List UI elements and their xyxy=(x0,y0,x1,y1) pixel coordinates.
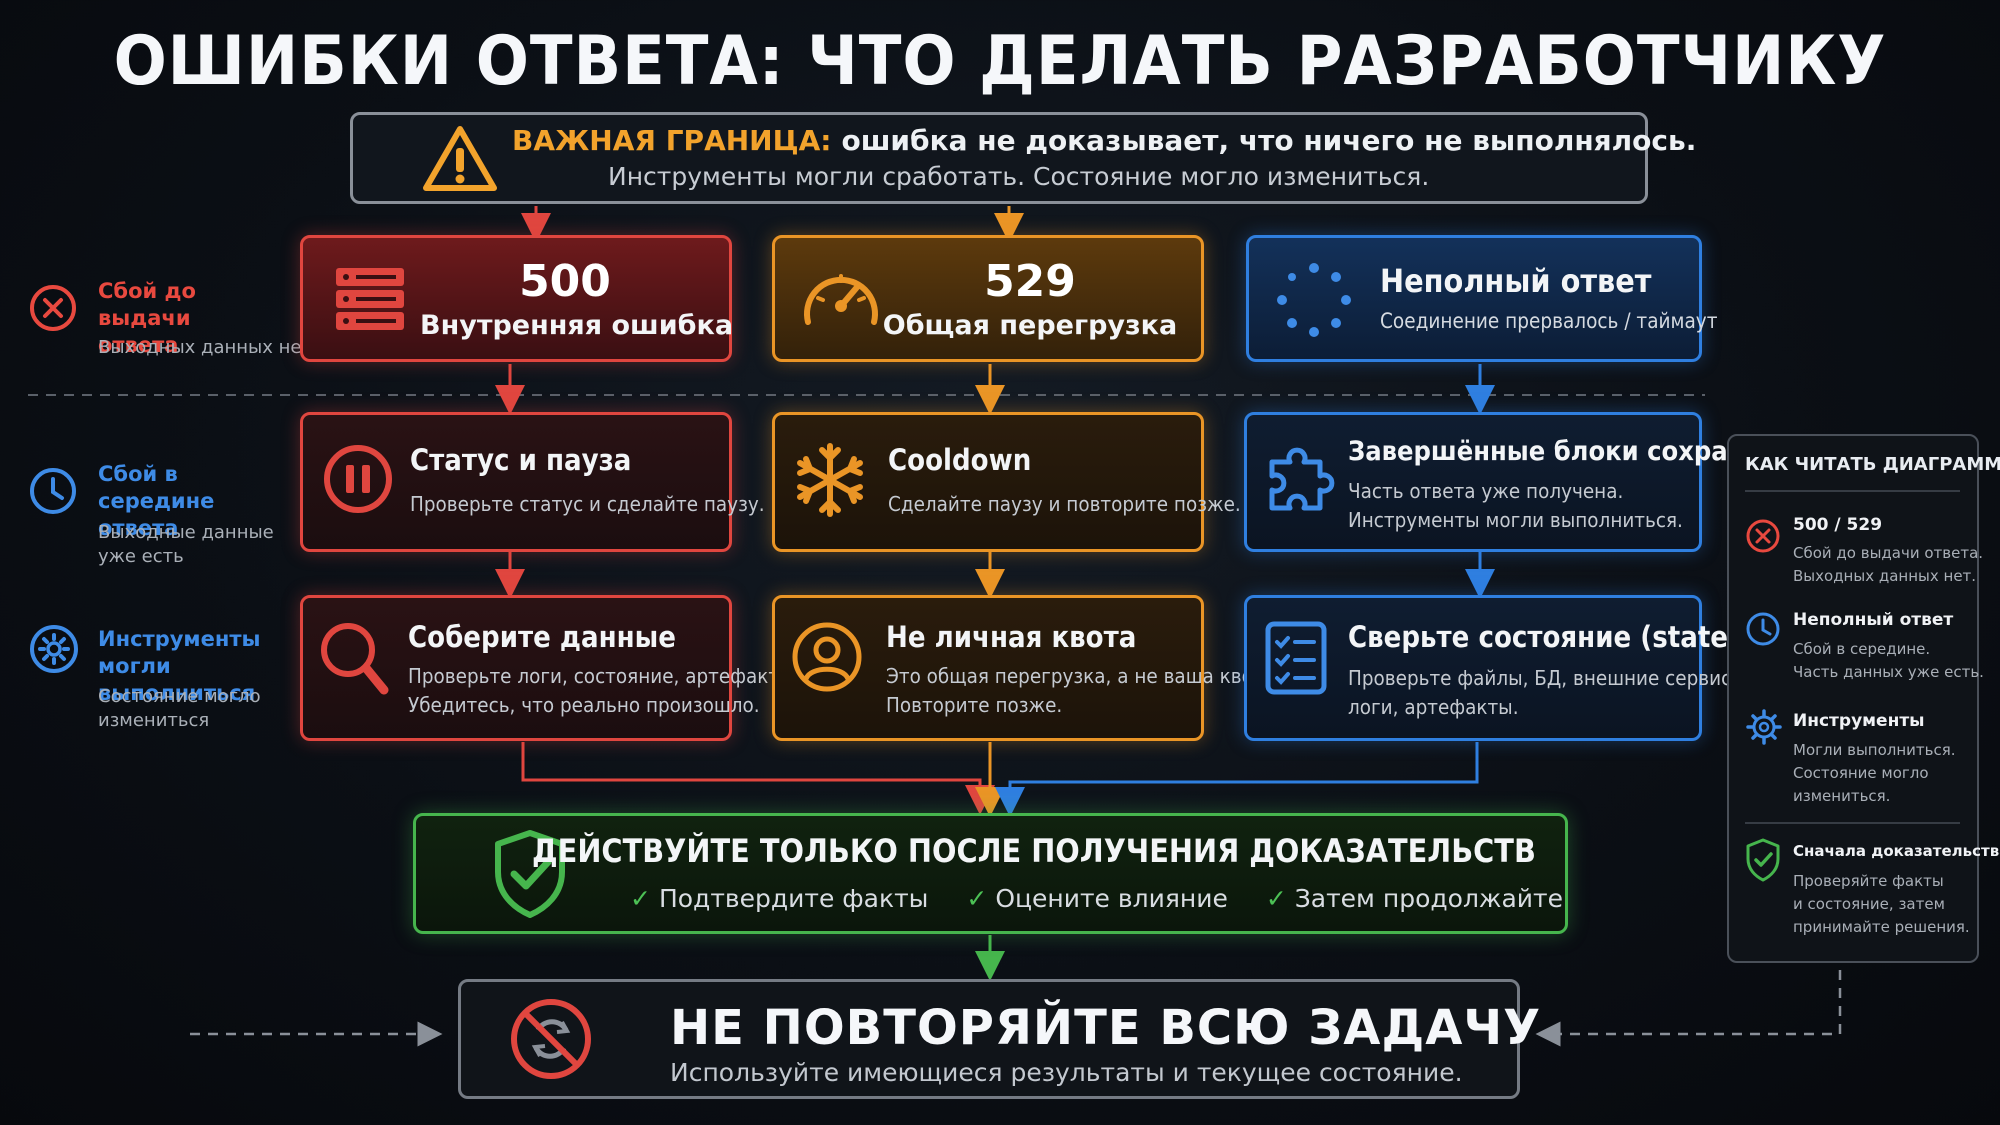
shield-check-icon xyxy=(1746,838,1780,882)
clock-icon xyxy=(30,468,76,514)
evidence-checks: ✓Подтвердите факты ✓Оцените влияние ✓Зат… xyxy=(630,884,1563,913)
warning-subtext: Инструменты могли сработать. Состояние м… xyxy=(608,162,1430,191)
legend-item-line: Проверяйте факты xyxy=(1793,872,1944,890)
server-icon xyxy=(336,268,404,330)
legend-item-line: измениться. xyxy=(1793,787,1891,805)
final-subtitle: Используйте имеющиеся результаты и текущ… xyxy=(670,1058,1463,1087)
box-incomplete xyxy=(1246,235,1702,362)
warning-main-text: ошибка не доказывает, что ничего не выпо… xyxy=(841,124,1697,157)
legend-item-title: 500 / 529 xyxy=(1793,515,1883,535)
legend-item-title: Сначала доказательства xyxy=(1793,842,2000,860)
card-text-blocks-2: Инструменты могли выполниться. xyxy=(1348,508,1683,532)
code-500: 500 xyxy=(519,256,611,307)
warning-triangle-icon xyxy=(423,126,497,191)
label-500: Внутренняя ошибка xyxy=(420,310,734,341)
gauge-icon xyxy=(804,274,878,325)
evidence-box xyxy=(413,813,1568,934)
dotted-circle-icon xyxy=(1277,263,1351,337)
legend-item-line: Выходных данных нет. xyxy=(1793,567,1977,585)
check-item: ✓Оцените влияние xyxy=(966,884,1228,913)
check-label: Затем продолжайте xyxy=(1294,884,1563,913)
gear-icon xyxy=(30,625,78,673)
card-text-quota-2: Повторите позже. xyxy=(886,693,1063,717)
final-title: НЕ ПОВТОРЯЙТЕ ВСЮ ЗАДАЧУ xyxy=(670,1000,1542,1056)
snowflake-icon xyxy=(797,443,863,517)
legend-item-line: Могли выполниться. xyxy=(1793,741,1956,759)
search-icon xyxy=(321,623,389,695)
check-icon: ✓ xyxy=(1265,884,1287,913)
card-text-quota-1: Это общая перегрузка, а не ваша квота. xyxy=(886,664,1281,688)
side-text-middle: Выходные данные уже есть xyxy=(98,522,274,567)
gear-icon xyxy=(1746,709,1782,745)
box-not-personal-quota xyxy=(772,595,1204,741)
check-label: Оцените влияние xyxy=(995,884,1228,913)
clock-icon xyxy=(1746,612,1780,646)
checklist-icon xyxy=(1265,621,1327,695)
legend-heading: КАК ЧИТАТЬ ДИАГРАММУ xyxy=(1745,454,2000,475)
legend-item-line: Сбой до выдачи ответа. xyxy=(1793,544,1984,562)
card-title-quota: Не личная квота xyxy=(886,620,1137,654)
check-icon: ✓ xyxy=(966,884,988,913)
legend-item-line: Часть данных уже есть. xyxy=(1793,663,1984,681)
evidence-title: ДЕЙСТВУЙТЕ ТОЛЬКО ПОСЛЕ ПОЛУЧЕНИЯ ДОКАЗА… xyxy=(532,832,1536,870)
code-529: 529 xyxy=(984,256,1076,307)
shield-check-icon xyxy=(495,830,565,918)
box-cooldown xyxy=(772,412,1204,552)
page-title: ОШИБКИ ОТВЕТА: ЧТО ДЕЛАТЬ РАЗРАБОТЧИКУ xyxy=(113,22,1887,101)
warning-banner xyxy=(350,112,1648,204)
legend-item-line: Сбой в середине. xyxy=(1793,640,1931,658)
check-item: ✓Подтвердите факты xyxy=(630,884,928,913)
check-icon: ✓ xyxy=(630,884,651,913)
box-status-pause xyxy=(300,412,732,552)
card-text-blocks-1: Часть ответа уже получена. xyxy=(1348,479,1624,503)
label-incomplete: Неполный ответ xyxy=(1380,262,1652,300)
card-text-collect-2: Убедитесь, что реально произошло. xyxy=(408,693,760,717)
x-circle-icon xyxy=(1746,519,1780,553)
side-label-middle: Сбой в середине ответа xyxy=(98,462,215,540)
box-collect-data xyxy=(300,595,732,741)
side-text-tools: Состояние могло измениться xyxy=(98,686,261,731)
legend-item-line: Состояние могло xyxy=(1793,764,1929,782)
user-icon xyxy=(792,622,862,692)
legend-item-title: Инструменты xyxy=(1793,711,1925,731)
warning-text: ВАЖНАЯ ГРАНИЦА: ошибка не доказывает, что… xyxy=(512,124,1696,157)
legend-item-title: Неполный ответ xyxy=(1793,610,1954,630)
no-repeat-icon xyxy=(511,999,591,1079)
sublabel-incomplete: Соединение прервалось / таймаут xyxy=(1380,309,1718,333)
final-box xyxy=(458,979,1520,1099)
card-title-collect: Соберите данные xyxy=(408,620,676,654)
card-text-state-2: логи, артефакты. xyxy=(1348,695,1519,719)
card-text-status: Проверьте статус и сделайте паузу. xyxy=(410,492,765,516)
legend-divider xyxy=(1745,490,1960,492)
card-text-collect-1: Проверьте логи, состояние, артефакты. xyxy=(408,664,800,688)
legend-item-line: принимайте решения. xyxy=(1793,918,1970,936)
legend-item-line: и состояние, затем xyxy=(1793,895,1945,913)
box-check-state xyxy=(1244,595,1702,741)
side-label-tools: Инструменты могли выполниться xyxy=(98,627,261,705)
card-title-cooldown: Cooldown xyxy=(888,443,1032,477)
check-label: Подтвердите факты xyxy=(658,884,929,913)
side-text-before: Выходных данных нет xyxy=(98,337,312,358)
card-title-state: Сверьте состояние (state) xyxy=(1348,620,1740,654)
card-text-cooldown: Сделайте паузу и повторите позже. xyxy=(888,492,1241,516)
warning-label: ВАЖНАЯ ГРАНИЦА: xyxy=(512,124,832,157)
x-circle-icon xyxy=(30,285,76,331)
card-title-status: Статус и пауза xyxy=(410,443,632,477)
side-label-before: Сбой до выдачи ответа xyxy=(98,279,196,357)
legend-divider xyxy=(1745,822,1960,824)
check-item: ✓Затем продолжайте xyxy=(1266,884,1563,913)
card-text-state-1: Проверьте файлы, БД, внешние сервисы, xyxy=(1348,666,1752,690)
pause-icon xyxy=(324,445,392,513)
box-blocks-saved xyxy=(1244,412,1702,552)
card-title-blocks: Завершённые блоки сохранены xyxy=(1348,436,1800,467)
puzzle-icon xyxy=(1269,447,1335,511)
label-529: Общая перегрузка xyxy=(882,310,1178,341)
